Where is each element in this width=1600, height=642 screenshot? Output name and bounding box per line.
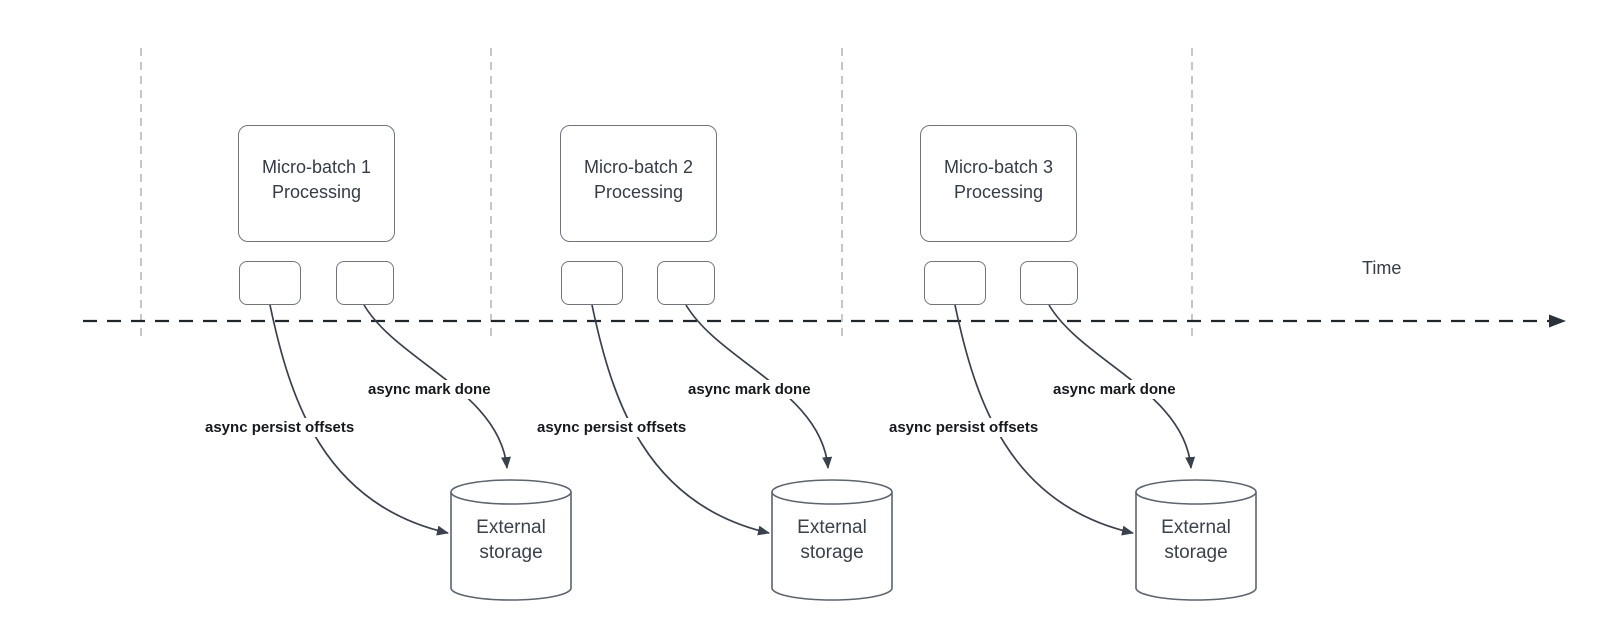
storage-line1: External — [476, 517, 546, 538]
mark-done-label-2: async mark done — [686, 380, 813, 399]
storage-line2: storage — [800, 542, 864, 563]
time-axis-label: Time — [1362, 258, 1402, 278]
process-box-line2: Processing — [953, 181, 1044, 202]
process-box-line2: Processing — [593, 181, 684, 202]
storage-cylinder-3 — [1135, 479, 1257, 601]
external-storage-label-3: External storage — [1136, 482, 1256, 602]
micro-batch-1-process-box: Micro-batch 1 Processing — [238, 125, 395, 242]
mark-done-label-1: async mark done — [366, 380, 493, 399]
cylinder-body — [1135, 492, 1257, 601]
persist-offsets-label-3: async persist offsets — [887, 418, 1041, 437]
mark-done-arrow-1 — [363, 304, 511, 469]
mark-done-arrow-2 — [685, 304, 833, 469]
cylinder-top — [450, 479, 572, 505]
external-storage-label-2: External storage — [772, 482, 892, 602]
mark-done-label-3: async mark done — [1051, 380, 1178, 399]
storage-line2: storage — [1164, 542, 1228, 563]
storage-line1: External — [797, 517, 867, 538]
persist-offsets-task-box-1 — [239, 261, 301, 305]
micro-batch-3-process-box: Micro-batch 3 Processing — [920, 125, 1077, 242]
cylinder-body — [450, 492, 572, 601]
mark-done-arrow-3 — [1048, 304, 1196, 469]
storage-line1: External — [1161, 517, 1231, 538]
persist-offsets-label-2: async persist offsets — [535, 418, 689, 437]
persist-offsets-label-1: async persist offsets — [203, 418, 357, 437]
cylinder-body — [771, 492, 893, 601]
mark-done-task-box-1 — [336, 261, 394, 305]
micro-batch-2-process-box: Micro-batch 2 Processing — [560, 125, 717, 242]
cylinder-top — [1135, 479, 1257, 505]
mark-done-task-box-2 — [657, 261, 715, 305]
external-storage-label-1: External storage — [451, 482, 571, 602]
process-box-line1: Micro-batch 3 — [943, 156, 1054, 177]
storage-cylinder-2 — [771, 479, 893, 601]
persist-offsets-task-box-2 — [561, 261, 623, 305]
mark-done-task-box-3 — [1020, 261, 1078, 305]
cylinder-top — [771, 479, 893, 505]
process-box-line1: Micro-batch 2 — [583, 156, 694, 177]
persist-offsets-task-box-3 — [924, 261, 986, 305]
process-box-line2: Processing — [271, 181, 362, 202]
persist-offsets-arrow-3 — [954, 304, 1134, 536]
process-box-line1: Micro-batch 1 — [261, 156, 372, 177]
persist-offsets-arrow-1 — [269, 304, 449, 536]
storage-line2: storage — [479, 542, 543, 563]
persist-offsets-arrow-2 — [591, 304, 770, 536]
storage-cylinder-1 — [450, 479, 572, 601]
